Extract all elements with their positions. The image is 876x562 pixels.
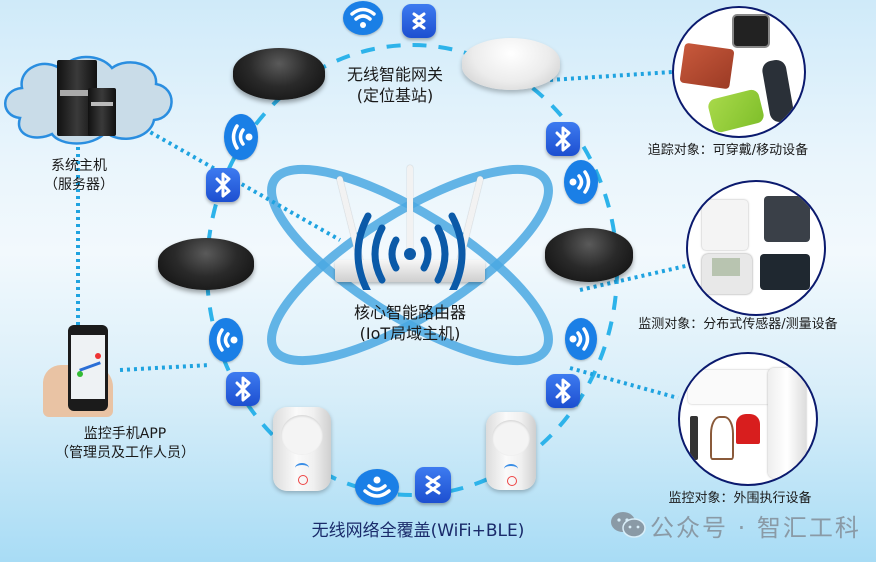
green-tag-icon [706, 88, 766, 134]
server-cloud [0, 48, 178, 148]
diagram-title: 无线网络全覆盖(WiFi+BLE) [311, 521, 525, 541]
wifi-icon [355, 469, 399, 505]
wifi-icon [565, 318, 597, 360]
map-screen [71, 335, 105, 399]
air-purifier-icon [768, 368, 806, 478]
smart-lock-icon [690, 416, 698, 460]
gateway-device-top-left [233, 48, 325, 100]
control-targets-label: 监控对象：外围执行设备 [668, 491, 812, 506]
watermark-text: 公众号 · 智汇工科 [650, 514, 861, 542]
wall-lamp-icon [710, 416, 734, 460]
gateway-title: 无线智能网关 [346, 65, 443, 84]
link-gateway-tracking [549, 70, 673, 82]
phone-app-title: 监控手机APP [83, 426, 167, 442]
bluetooth-icon [402, 4, 436, 38]
router-title: 核心智能路由器 [353, 303, 466, 322]
server-subtitle: （服务器） [44, 177, 114, 193]
wifi-icon [564, 160, 598, 204]
plug-power-indicator [298, 475, 308, 485]
link-ring-actuators [569, 366, 679, 400]
phone-app-image [43, 325, 123, 417]
beacon-tag-icon [679, 42, 735, 90]
plug-wifi-indicator [504, 464, 518, 474]
fitness-band-icon [760, 58, 796, 124]
monitoring-targets-label: 监测对象：分布式传感器/测量设备 [638, 317, 838, 332]
bluetooth-icon [546, 122, 580, 156]
gateway-subtitle: (定位基站) [356, 86, 434, 105]
wifi-icon [343, 1, 383, 35]
wechat-icon [611, 512, 646, 538]
alarm-light-icon [736, 414, 760, 444]
blood-pressure-monitor-icon [702, 254, 752, 294]
air-conditioner-icon [688, 370, 772, 404]
watermark: 公众号 · 智汇工科 [610, 508, 870, 542]
smart-plug-right [486, 412, 536, 490]
plug-wifi-indicator [295, 463, 309, 473]
link-phone-ring [119, 363, 211, 372]
bluetooth-icon [415, 467, 451, 503]
router-orbits [267, 164, 553, 366]
phone-app-subtitle: （管理员及工作人员） [55, 445, 195, 461]
tracking-targets-label: 追踪对象：可穿戴/移动设备 [647, 143, 809, 158]
control-targets-ring [678, 352, 818, 486]
gateway-device-left [158, 238, 254, 290]
gateway-device-top-right [462, 38, 560, 90]
bluetooth-icon [226, 372, 260, 406]
wireless-signal-icon [354, 212, 466, 290]
smart-plug-left [273, 407, 331, 491]
router-body [335, 260, 485, 282]
tracking-targets-ring [672, 6, 806, 138]
server-small-icon [88, 88, 116, 136]
router-subtitle: (IoT局域主机) [359, 324, 461, 343]
plug-power-indicator [507, 476, 517, 486]
thermostat-panel-icon [764, 196, 810, 242]
environment-sensor-icon [702, 200, 748, 250]
bluetooth-icon [206, 168, 240, 202]
server-title: 系统主机 [51, 158, 107, 174]
gateway-device-right [545, 228, 633, 282]
smartphone-icon [68, 325, 108, 411]
router-antenna [407, 165, 413, 265]
smart-scale-icon [760, 254, 810, 290]
monitoring-targets-ring [686, 180, 826, 316]
router-image [335, 165, 485, 295]
link-ring-sensors [579, 263, 691, 292]
wifi-icon [224, 114, 258, 160]
wifi-icon [209, 318, 243, 362]
bluetooth-icon [546, 374, 580, 408]
smartwatch-icon [732, 14, 770, 48]
